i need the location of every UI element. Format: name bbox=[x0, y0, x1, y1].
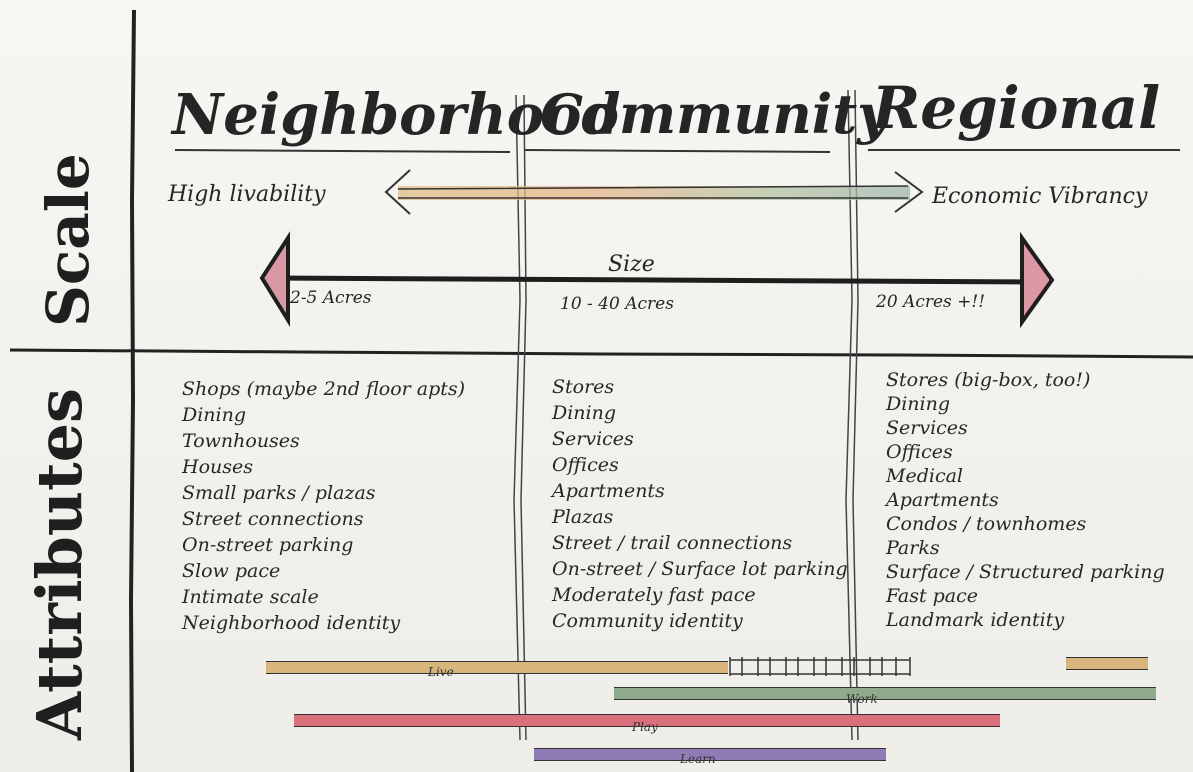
list-item: Plazas bbox=[552, 506, 614, 528]
list-item: Shops (maybe 2nd floor apts) bbox=[182, 378, 466, 400]
list-item: Dining bbox=[552, 402, 617, 424]
left-divider-line bbox=[128, 9, 136, 772]
list-item: Neighborhood identity bbox=[182, 612, 401, 634]
list-item: Moderately fast pace bbox=[552, 584, 756, 606]
row-label-attributes: Attributes bbox=[23, 388, 96, 740]
row-label-scale: Scale bbox=[34, 153, 102, 327]
band-learn-label: Learn bbox=[680, 752, 716, 766]
list-item: Apartments bbox=[552, 480, 665, 502]
size-neighborhood: 2-5 Acres bbox=[290, 288, 372, 308]
band-live bbox=[266, 661, 728, 674]
band-play bbox=[294, 714, 1000, 727]
list-item: Intimate scale bbox=[182, 586, 319, 608]
spectrum-left-label: High livability bbox=[168, 182, 326, 207]
list-item: Parks bbox=[886, 537, 940, 559]
live-band-hatch-outline bbox=[730, 659, 910, 675]
band-work bbox=[614, 687, 1156, 700]
band-live-label: Live bbox=[428, 665, 454, 679]
list-item: Fast pace bbox=[886, 585, 979, 607]
heading-underline bbox=[174, 149, 1180, 153]
size-label: Size bbox=[608, 252, 655, 277]
column-heading-regional: Regional bbox=[872, 74, 1161, 142]
column-heading-neighborhood: Neighborhood bbox=[172, 82, 621, 148]
row-divider-line bbox=[9, 348, 1193, 359]
list-item: Medical bbox=[886, 465, 963, 487]
band-learn bbox=[534, 748, 886, 761]
size-arrow-shaft bbox=[271, 275, 1031, 285]
spectrum-arrowhead-left bbox=[384, 169, 411, 215]
list-item: Surface / Structured parking bbox=[886, 561, 1165, 583]
band-live-regional bbox=[1066, 657, 1148, 670]
spectrum-arrow-shaft bbox=[397, 185, 909, 199]
list-item: Street connections bbox=[182, 508, 364, 530]
list-item: Services bbox=[886, 417, 968, 439]
spectrum-arrowhead-right bbox=[894, 171, 924, 213]
list-item: On-street parking bbox=[182, 534, 354, 556]
attributes-neighborhood: Shops (maybe 2nd floor apts) Dining Town… bbox=[182, 376, 465, 636]
list-item: Landmark identity bbox=[886, 609, 1065, 631]
band-work-label: Work bbox=[846, 692, 878, 706]
list-item: Townhouses bbox=[182, 430, 300, 452]
list-item: Slow pace bbox=[182, 560, 281, 582]
list-item: Offices bbox=[886, 441, 953, 463]
list-item: Offices bbox=[552, 454, 619, 476]
spectrum-right-label: Economic Vibrancy bbox=[932, 184, 1148, 209]
list-item: Dining bbox=[182, 404, 247, 426]
column-heading-community: Community bbox=[540, 82, 889, 146]
list-item: Street / trail connections bbox=[552, 532, 793, 554]
list-item: Stores (big-box, too!) bbox=[886, 369, 1091, 391]
list-item: Dining bbox=[886, 393, 951, 415]
list-item: Small parks / plazas bbox=[182, 482, 376, 504]
size-community: 10 - 40 Acres bbox=[560, 294, 674, 314]
list-item: Houses bbox=[182, 456, 253, 478]
band-play-label: Play bbox=[632, 720, 658, 734]
list-item: Community identity bbox=[552, 610, 743, 632]
live-band-hatches bbox=[729, 657, 911, 676]
size-arrowhead-right bbox=[1020, 231, 1055, 329]
list-item: Condos / townhomes bbox=[886, 513, 1087, 535]
list-item: Stores bbox=[552, 376, 615, 398]
list-item: On-street / Surface lot parking bbox=[552, 558, 848, 580]
list-item: Services bbox=[552, 428, 634, 450]
spectrum-band bbox=[398, 186, 910, 200]
attributes-community: Stores Dining Services Offices Apartment… bbox=[552, 374, 848, 634]
size-regional: 20 Acres +!! bbox=[876, 292, 986, 312]
attributes-regional: Stores (big-box, too!) Dining Services O… bbox=[886, 368, 1165, 632]
size-arrowhead-left bbox=[259, 231, 290, 328]
list-item: Apartments bbox=[886, 489, 999, 511]
